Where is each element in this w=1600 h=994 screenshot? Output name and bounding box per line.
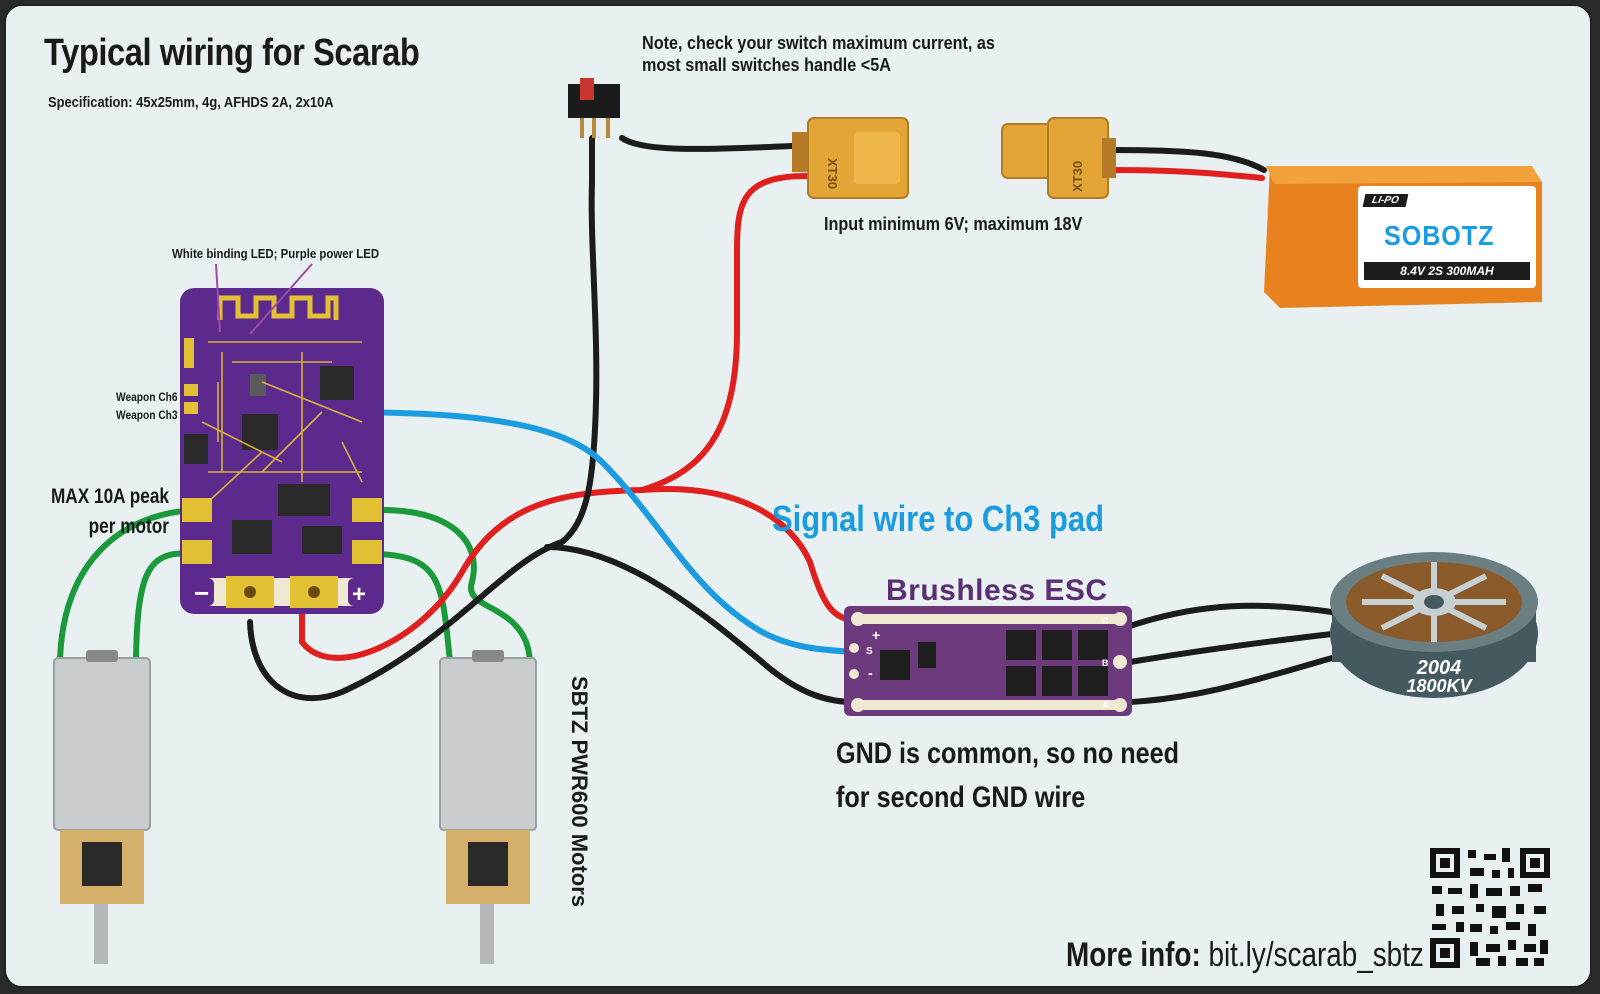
esc-pad-minus: - <box>868 665 873 681</box>
lipo-spec: 8.4V 2S 300MAH <box>1364 262 1530 280</box>
wire-esc-motor-b <box>1127 631 1335 665</box>
motor-model-label: 2004 <box>1416 657 1462 679</box>
diagram-card: XT30 XT30 2004 1800KV + S - C B A − + LI… <box>4 4 1592 988</box>
lipo-brand: SOBOTZ <box>1384 220 1495 251</box>
led-pointer-purple <box>249 263 313 335</box>
xt30-right <box>1001 117 1116 199</box>
more-info: More info: bit.ly/scarab_sbtz <box>1066 936 1424 975</box>
wire-black-battery <box>1109 147 1267 173</box>
xt30-left-label: XT30 <box>825 158 840 189</box>
more-info-label: More info: <box>1066 936 1201 974</box>
qr-code <box>1430 848 1550 968</box>
wire-esc-motor-c <box>1127 602 1335 629</box>
diagram-graphics: XT30 XT30 2004 1800KV + S - C B A − + <box>53 78 1550 968</box>
lipo-type-tag: LI-PO <box>1362 194 1409 207</box>
more-info-link[interactable]: bit.ly/scarab_sbtz <box>1208 936 1424 974</box>
esc-pad-signal: S <box>866 646 873 657</box>
lipo-label-panel: LI-PO SOBOTZ 8.4V 2S 300MAH <box>1358 186 1536 288</box>
wire-red-esc <box>639 486 855 623</box>
wire-red-battery <box>1109 167 1265 181</box>
switch-note: Note, check your switch maximum current,… <box>642 33 995 75</box>
brushed-motor-right <box>439 650 537 964</box>
wire-esc-motor-a <box>1127 655 1335 705</box>
esc-pad-plus: + <box>872 627 880 643</box>
wire-black-esc <box>544 544 857 705</box>
wire-green-left-1 <box>57 507 201 665</box>
page-title: Typical wiring for Scarab <box>44 32 420 74</box>
motor-kv-label: 1800KV <box>1406 676 1473 696</box>
esc-pad-c: C <box>1102 616 1109 626</box>
wire-black-board <box>247 135 600 702</box>
led-pointer-white <box>215 263 221 333</box>
gnd-note: GND is common, so no need for second GND… <box>836 737 1180 814</box>
brushless-motor <box>1330 552 1538 698</box>
brushed-motor-left <box>53 650 151 964</box>
power-switch <box>568 78 620 138</box>
esc-pad-b: B <box>1102 658 1109 668</box>
xt30-right-label: XT30 <box>1070 161 1085 192</box>
led-note: White binding LED; Purple power LED <box>172 246 380 261</box>
spec-line: Specification: 45x25mm, 4g, AFHDS 2A, 2x… <box>48 94 334 111</box>
weapon-ch6-label: Weapon Ch6 <box>116 390 178 404</box>
wire-green-right-2 <box>367 551 453 665</box>
wires <box>57 135 1335 705</box>
esc-pad-a: A <box>1102 700 1109 710</box>
input-voltage-note: Input minimum 6V; maximum 18V <box>824 214 1083 234</box>
max-peak-note: MAX 10A peak per motor <box>50 485 170 538</box>
weapon-ch3-label: Weapon Ch3 <box>116 408 178 422</box>
wire-black-switch-xt30 <box>619 135 795 152</box>
xt30-left <box>792 117 909 199</box>
wire-green-right-1 <box>367 506 533 665</box>
motors-label: SBTZ PWR600 Motors <box>567 676 592 908</box>
receiver-board <box>180 288 384 614</box>
board-minus-label: − <box>194 578 209 608</box>
signal-wire-note: Signal wire to Ch3 pad <box>772 498 1105 539</box>
esc-board <box>844 606 1132 716</box>
board-plus-label: + <box>352 581 366 608</box>
esc-title: Brushless ESC <box>886 574 1108 607</box>
